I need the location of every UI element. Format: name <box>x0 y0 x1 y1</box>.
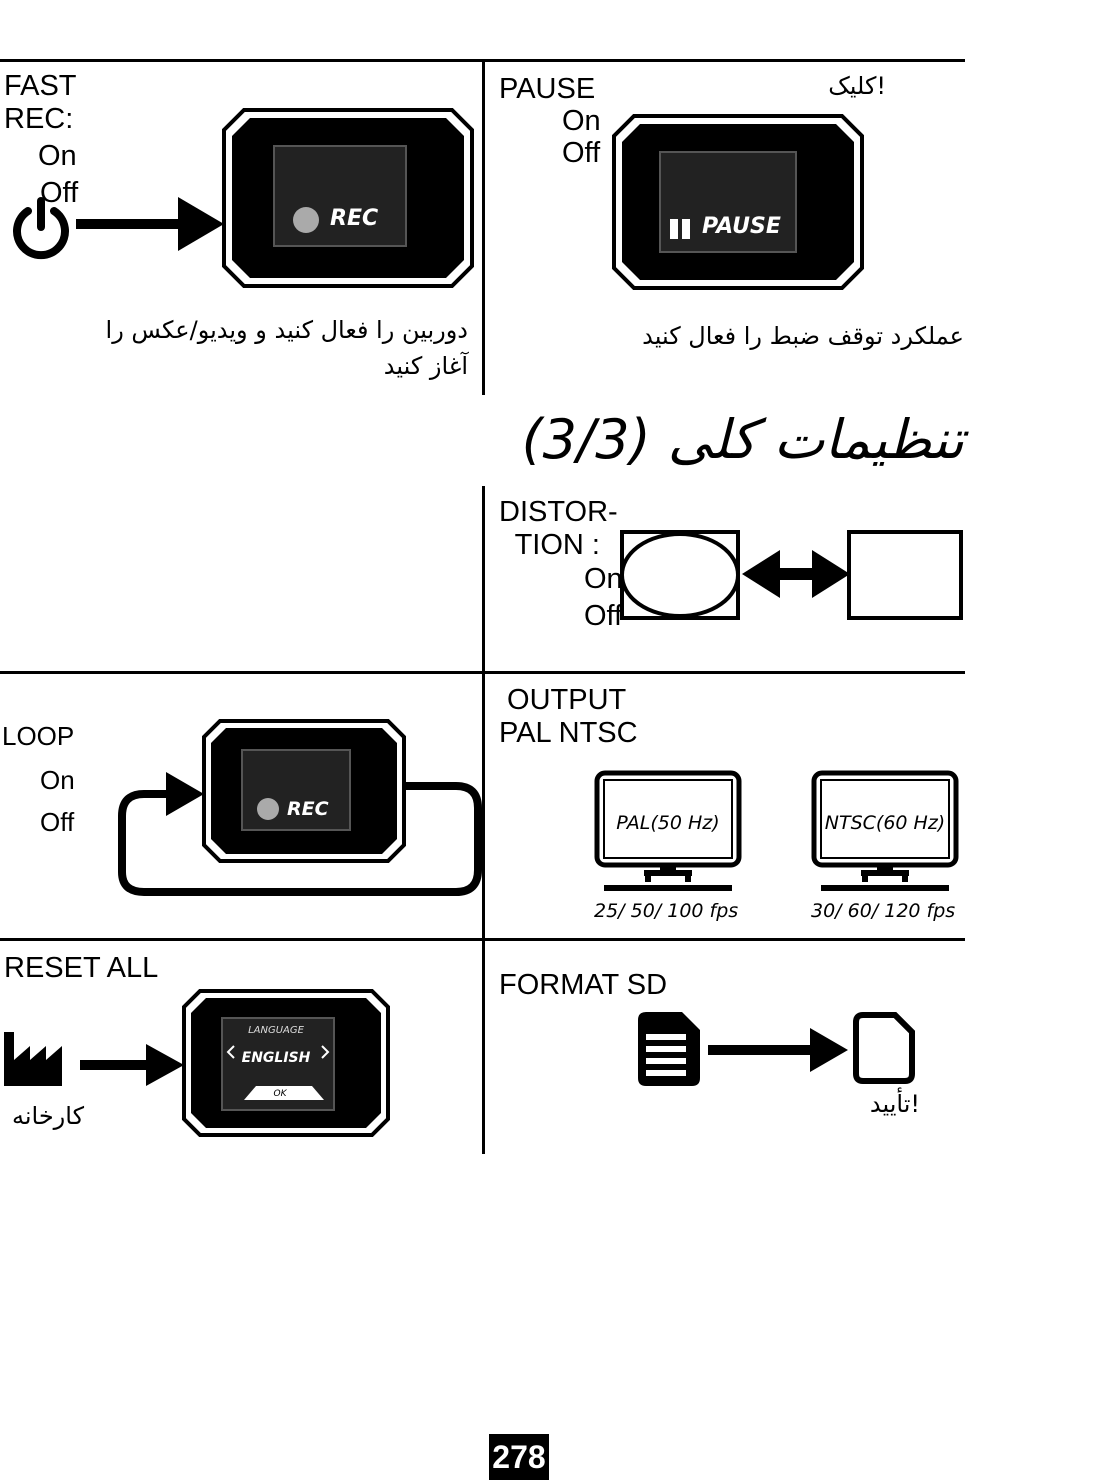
language-title: LANGUAGE <box>248 1025 304 1036</box>
row-rule-1 <box>0 671 965 674</box>
fast-rec-off: Off <box>40 177 79 209</box>
monitor-icon <box>594 770 742 891</box>
pal-screen-label: PAL(50 Hz) <box>616 812 720 834</box>
fast-rec-description: دوربین را فعال کنید و ویدیو/عکس را آغاز … <box>105 316 468 380</box>
factory-label: کارخانه <box>11 1102 84 1130</box>
pause-click-hint: !کلیک <box>828 72 886 100</box>
camera-device <box>202 719 406 863</box>
fast-rec-on: On <box>38 140 77 172</box>
loop-on: On <box>40 765 75 795</box>
arrow-right-icon <box>80 1044 184 1086</box>
distortion-off: Off <box>584 600 623 632</box>
loop-screen-label: REC <box>287 798 329 820</box>
pause-label: PAUSE <box>499 73 596 105</box>
loop-label: LOOP <box>2 721 75 751</box>
row-rule-2 <box>0 938 965 941</box>
format-sd-label: FORMAT SD <box>499 969 668 1001</box>
double-arrow-icon <box>742 550 850 598</box>
language-ok: OK <box>273 1089 287 1099</box>
pause-off: Off <box>562 137 601 169</box>
camera-device <box>222 108 474 288</box>
sd-card-full-icon <box>638 1012 700 1086</box>
page-title: تنظیمات کلی (3/3) <box>521 408 964 471</box>
output-label: OUTPUT PAL NTSC <box>499 684 638 749</box>
column-divider-bottom <box>482 486 485 1154</box>
column-divider-top <box>482 59 485 395</box>
sd-card-empty-icon <box>853 1012 915 1084</box>
ntsc-fps: 30/ 60/ 120 fps <box>811 900 956 922</box>
factory-icon <box>4 1032 62 1086</box>
corrected-frame-icon <box>847 530 963 620</box>
pal-fps: 25/ 50/ 100 fps <box>594 900 739 922</box>
monitor-icon <box>811 770 959 891</box>
arrow-right-icon <box>76 197 224 251</box>
language-value: ENGLISH <box>241 1050 311 1066</box>
power-icon <box>13 197 69 260</box>
ntsc-screen-label: NTSC(60 Hz) <box>824 812 946 834</box>
fast-rec-screen-label: REC <box>330 206 379 231</box>
distorted-frame-icon <box>620 530 740 620</box>
camera-device <box>612 114 864 290</box>
distortion-on: On <box>584 563 623 595</box>
format-confirm-label: !تأیید <box>869 1090 920 1118</box>
arrow-right-icon <box>708 1028 848 1072</box>
pause-description: عملکرد توقف ضبط را فعال کنید <box>642 322 964 350</box>
camera-device <box>182 989 390 1137</box>
fast-rec-label: FAST REC: <box>4 70 77 135</box>
distortion-label: DISTOR- TION : <box>499 496 618 561</box>
loop-off: Off <box>40 807 75 837</box>
pause-on: On <box>562 105 601 137</box>
pause-screen-label: PAUSE <box>702 214 781 239</box>
loop-arrow-icon <box>118 772 482 896</box>
reset-all-label: RESET ALL <box>4 952 159 984</box>
page-number: 278 <box>489 1434 549 1480</box>
